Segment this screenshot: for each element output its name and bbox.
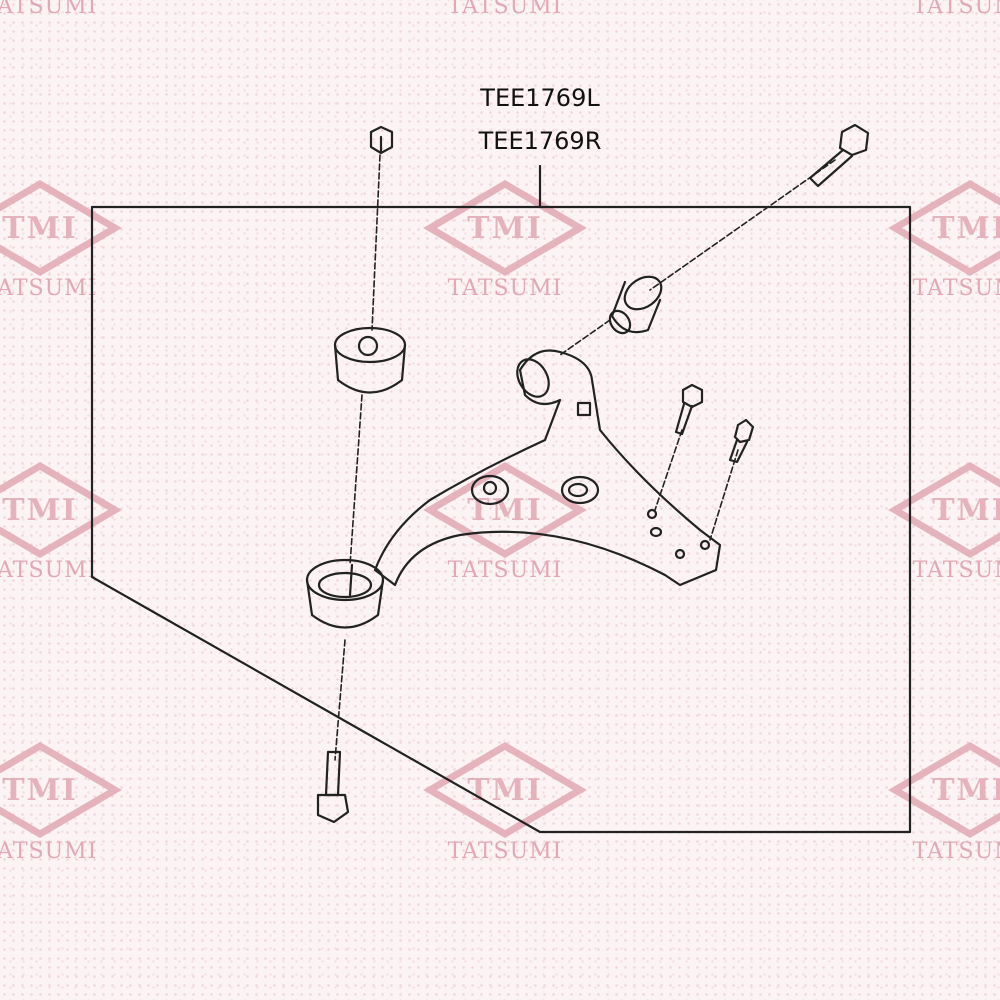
lower-bushing <box>305 558 385 629</box>
lower-control-arm <box>373 349 722 587</box>
rear-bushing <box>608 275 663 335</box>
part-number-right: TEE1769R <box>478 127 602 155</box>
bolt <box>728 418 755 464</box>
part-number-left: TEE1769L <box>480 84 600 112</box>
assembly-frame <box>90 205 912 834</box>
bolt <box>808 123 870 188</box>
nut <box>369 125 394 155</box>
bolt <box>316 750 350 824</box>
assembly-axis-lines <box>334 154 836 761</box>
bolt <box>674 383 704 436</box>
upper-bushing <box>333 326 407 394</box>
